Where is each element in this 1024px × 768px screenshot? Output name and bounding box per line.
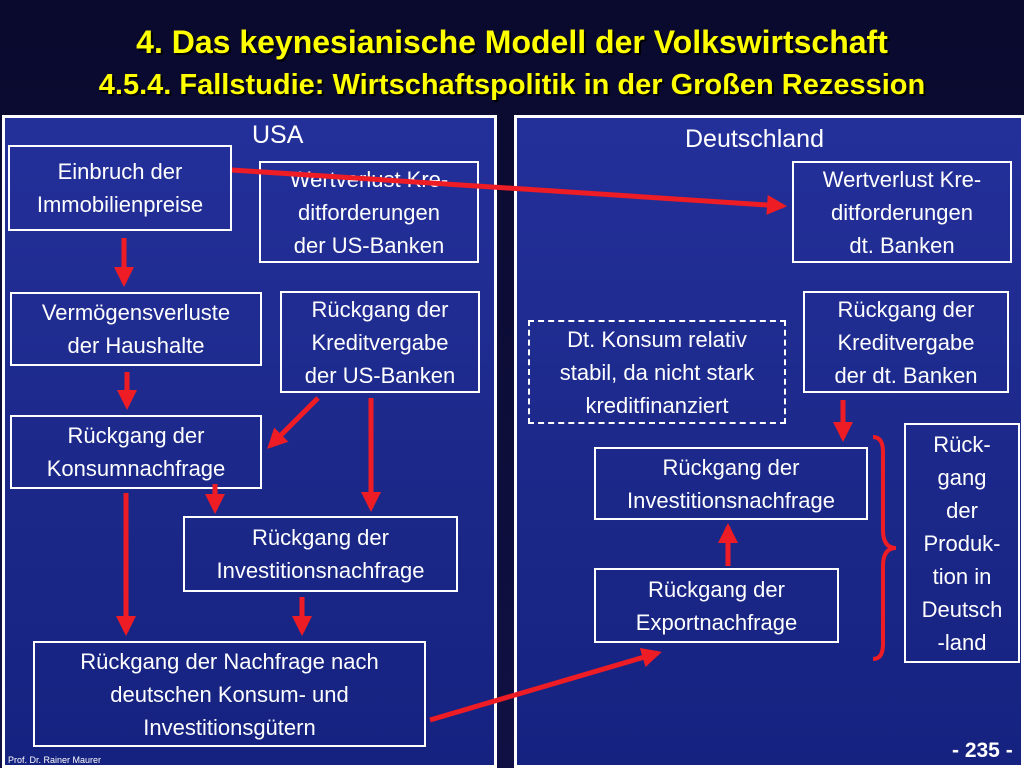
box-rueckgang-investitionsnachfrage-dt: Rückgang der Investitionsnachfrage: [594, 447, 868, 520]
usa-panel: [2, 115, 497, 768]
box-rueckgang-konsumnachfrage: Rückgang der Konsumnachfrage: [10, 415, 262, 489]
arrow-kredit-to-konsum: [267, 396, 320, 449]
box-rueckgang-investitionsnachfrage-usa: Rückgang der Investitionsnachfrage: [183, 516, 458, 592]
box-vermoegensverluste-haushalte: Vermögensverluste der Haushalte: [10, 292, 262, 366]
box-wertverlust-dt-banken: Wertverlust Kre- ditforderungen dt. Bank…: [792, 161, 1012, 263]
box-dt-konsum-stabil: Dt. Konsum relativ stabil, da nicht star…: [528, 320, 786, 424]
footer-author: Prof. Dr. Rainer Maurer: [8, 755, 102, 765]
box-kreditvergabe-us-banken: Rückgang der Kreditvergabe der US-Banken: [280, 291, 480, 393]
box-rueckgang-nachfrage-deutsche-gueter: Rückgang der Nachfrage nach deutschen Ko…: [33, 641, 426, 747]
usa-label: USA: [252, 121, 304, 149]
germany-label: Deutschland: [685, 125, 824, 153]
box-kreditvergabe-dt-banken: Rückgang der Kreditvergabe der dt. Banke…: [803, 291, 1009, 393]
footer-page-number: - 235 -: [952, 739, 1013, 762]
germany-panel: [514, 115, 1024, 768]
slide-subtitle: 4.5.4. Fallstudie: Wirtschaftspolitik in…: [98, 69, 926, 101]
arrow-usa-to-germany-wertverlust: [231, 167, 787, 215]
box-wertverlust-us-banken: Wertverlust Kre- ditforderungen der US-B…: [259, 161, 479, 263]
box-einbruch-immobilienpreise: Einbruch der Immobilienpreise: [8, 145, 232, 231]
box-rueckgang-produktion: Rück- gang der Produk- tion in Deutsch -…: [904, 423, 1020, 663]
slide-title: 4. Das keynesianische Modell der Volkswi…: [136, 24, 888, 60]
arrow-nachfrage-to-export: [429, 647, 662, 723]
box-rueckgang-exportnachfrage: Rückgang der Exportnachfrage: [594, 568, 839, 643]
brace-produktion: [872, 435, 897, 661]
